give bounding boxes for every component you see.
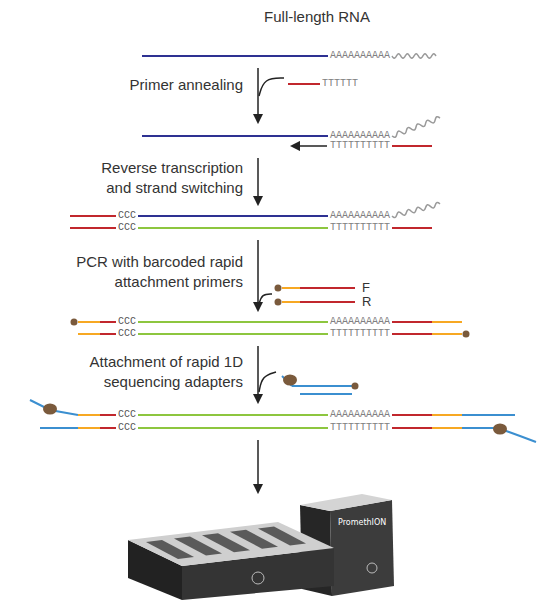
motor-protein	[43, 404, 57, 415]
barcode-segment	[432, 321, 462, 323]
primer-name: F	[362, 281, 370, 295]
barcode-segment	[432, 427, 462, 429]
step-arrow	[257, 240, 259, 310]
step-arrow	[257, 158, 259, 204]
step-label: Attachment of rapid 1D sequencing adapte…	[43, 352, 243, 392]
polya-tail	[392, 54, 436, 59]
rapid-attachment-chemistry	[71, 319, 78, 326]
adapter-strand	[462, 414, 515, 416]
primer-segment	[392, 321, 432, 323]
device-name: PromethION	[338, 518, 386, 528]
rt-primer	[288, 83, 320, 85]
polya-sequence: AAAAAAAAAA	[330, 51, 390, 61]
sequencer-base-top	[128, 522, 334, 566]
step-label: Reverse transcription and strand switchi…	[78, 158, 243, 198]
rapid-attachment-chemistry	[275, 299, 282, 306]
rt-primer	[392, 145, 432, 147]
rt-direction-arrow	[292, 145, 327, 147]
barcode-segment	[432, 333, 462, 335]
adapter-strand	[292, 385, 352, 387]
reagent-curve	[259, 78, 284, 96]
sequencer-logo	[367, 563, 377, 573]
flow-cell-slot	[258, 526, 306, 545]
polya-sequence: AAAAAAAAAA	[330, 317, 390, 327]
primer-name: R	[362, 295, 371, 309]
polya-sequence: AAAAAAAAAA	[330, 211, 390, 221]
barcode-segment	[78, 427, 100, 429]
barcode-segment	[282, 287, 300, 289]
strand-switch-sequence: CCC	[118, 211, 136, 221]
barcode-segment	[282, 301, 300, 303]
step-title: Full-length RNA	[264, 8, 370, 26]
oligo-dt-sequence: TTTTTTTTTT	[330, 423, 390, 433]
primer-segment	[392, 333, 432, 335]
strand-switch-sequence: CCC	[118, 223, 136, 233]
rt-primer	[392, 227, 432, 229]
primer-segment	[100, 321, 116, 323]
oligo-dt-sequence: TTTTTTTTTT	[330, 223, 390, 233]
adapter-strand	[30, 400, 78, 415]
rapid-attachment-chemistry	[275, 285, 282, 292]
strand-switch-sequence: CCC	[118, 329, 136, 339]
strand-switch-primer	[70, 227, 116, 229]
barcode-segment	[78, 321, 100, 323]
barcode-segment	[78, 414, 100, 416]
rapid-attachment-chemistry	[352, 383, 359, 390]
barcode-segment	[78, 333, 100, 335]
primer-segment	[392, 414, 432, 416]
cdna-strand	[138, 227, 328, 229]
polya-tail	[392, 117, 440, 138]
step-arrow	[257, 346, 259, 402]
step-arrow	[257, 440, 259, 492]
oligo-dt-sequence: TTTTTT	[322, 79, 358, 89]
reagent-curve	[259, 294, 272, 304]
oligo-dt-sequence: TTTTTTTTTT	[330, 329, 390, 339]
rna-strand	[138, 215, 328, 217]
primer-segment	[100, 414, 116, 416]
primer-segment	[300, 301, 355, 303]
step-label: PCR with barcoded rapid attachment prime…	[68, 252, 243, 292]
cdna-strand	[138, 321, 328, 323]
sequencer-tower-top	[300, 494, 392, 511]
rna-strand	[142, 55, 328, 57]
strand-switch-sequence: CCC	[118, 317, 136, 327]
motor-protein	[283, 375, 297, 386]
polya-sequence: AAAAAAAAAA	[330, 131, 390, 141]
cdna-strand	[138, 414, 328, 416]
primer-segment	[100, 333, 116, 335]
primer-segment	[392, 427, 432, 429]
cdna-strand	[138, 427, 328, 429]
adapter-strand	[40, 427, 78, 429]
primer-segment	[100, 427, 116, 429]
step-label: Primer annealing	[83, 75, 243, 95]
motor-protein	[493, 424, 507, 435]
adapter-strand	[300, 393, 352, 395]
primer-segment	[300, 287, 355, 289]
barcode-segment	[432, 414, 462, 416]
sequencer-tower-front	[330, 500, 394, 596]
sequencer-logo	[252, 572, 264, 584]
polya-sequence: AAAAAAAAAA	[330, 410, 390, 420]
strand-switch-primer	[70, 215, 116, 217]
reagent-curve	[259, 372, 276, 392]
cdna-strand	[138, 333, 328, 335]
rna-strand	[142, 135, 328, 137]
strand-switch-sequence: CCC	[118, 423, 136, 433]
strand-switch-sequence: CCC	[118, 410, 136, 420]
oligo-dt-sequence: TTTTTTTTTT	[330, 141, 390, 151]
rapid-attachment-chemistry	[463, 331, 470, 338]
polya-tail	[392, 202, 440, 217]
